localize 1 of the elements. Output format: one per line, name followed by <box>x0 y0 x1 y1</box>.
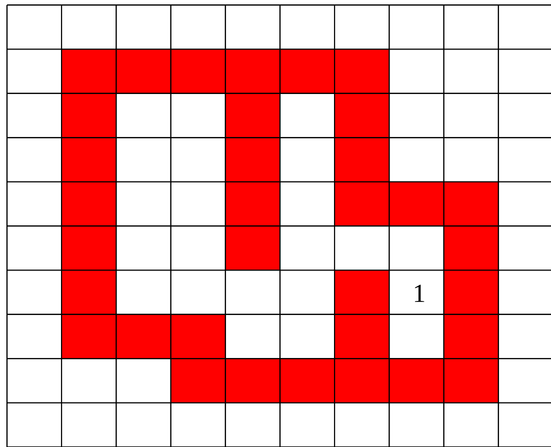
cell-number: 1 <box>415 284 424 302</box>
